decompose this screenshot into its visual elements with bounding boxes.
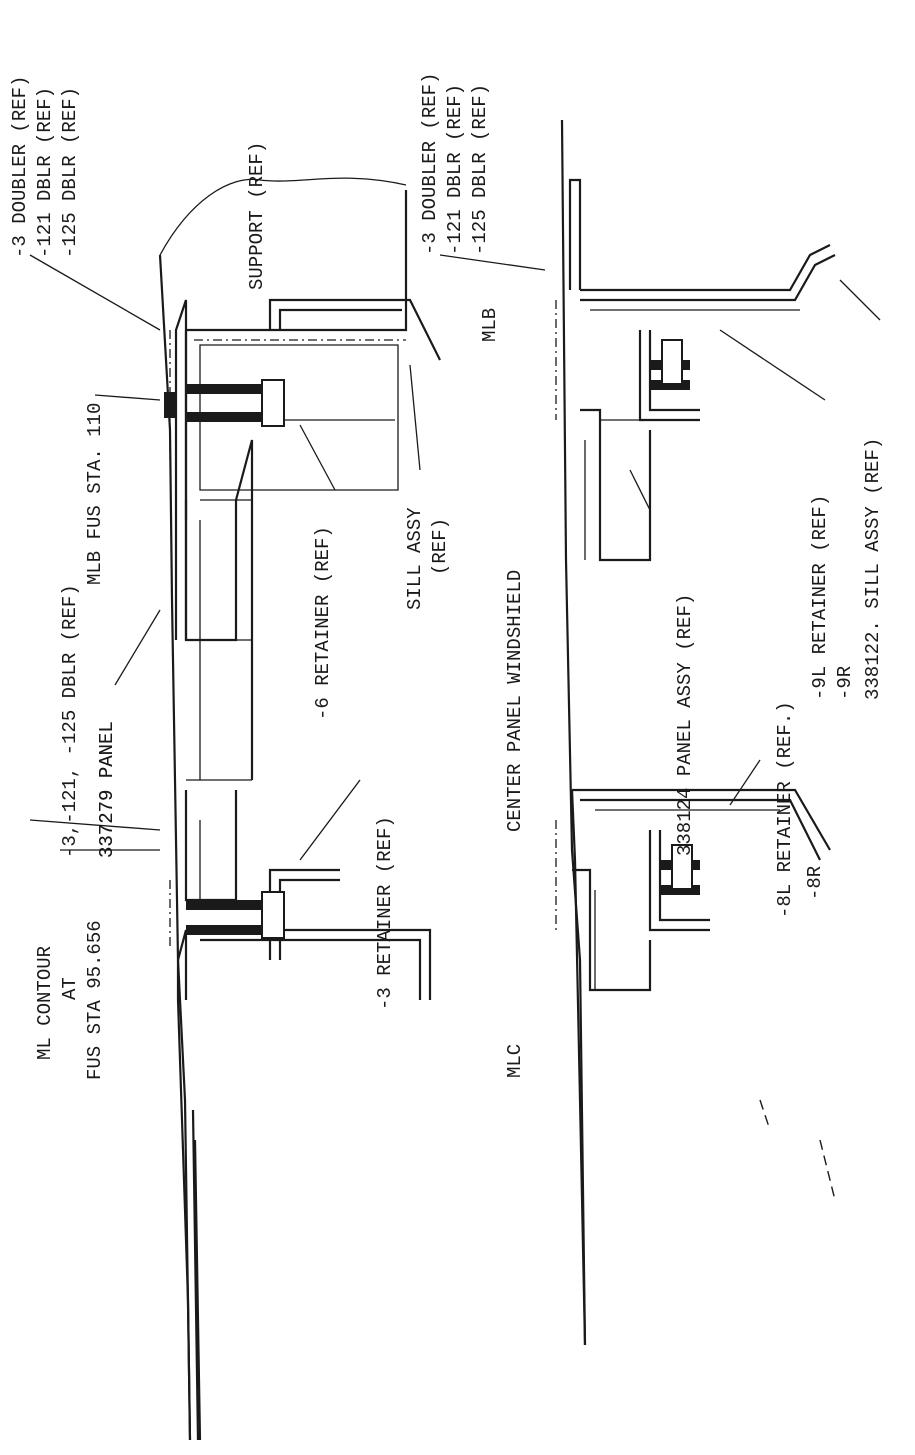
label-retainer-8l: -8L RETAINER (REF.): [774, 701, 796, 918]
labels-upper-right: -3 DOUBLER (REF) -121 DBLR (REF) -125 DB…: [419, 73, 884, 856]
label-mlc: MLC: [504, 1044, 526, 1078]
label-center-panel: CENTER PANEL WINDSHIELD: [504, 570, 526, 832]
label-retainer-3: -3 RETAINER (REF): [374, 816, 396, 1010]
section-view-lower-left: [29, 779, 432, 1441]
section-view-upper-left: [29, 177, 441, 1441]
label-doubler-125-right: -125 DBLR (REF): [469, 84, 491, 255]
label-panel-assy: 338124 PANEL ASSY (REF): [674, 594, 696, 856]
label-doubler-125: -125 DBLR (REF): [59, 87, 81, 258]
label-sill-assy: 338122. SILL ASSY (REF): [862, 438, 884, 700]
label-doubler-combined: -3,-121, -125 DBLR (REF): [59, 584, 81, 858]
label-support: SUPPORT (REF): [246, 142, 268, 290]
label-doubler-3: -3 DOUBLER (REF): [9, 76, 31, 258]
section-view-lower-right: [555, 759, 836, 1346]
label-doubler-121: -121 DBLR (REF): [34, 87, 56, 258]
labels-upper-left: -3 DOUBLER (REF) -121 DBLR (REF) -125 DB…: [9, 76, 451, 858]
label-ml-at: AT: [59, 977, 81, 1000]
label-panel-lower: 337279 PANEL: [96, 721, 118, 858]
section-view-upper-right: [439, 119, 881, 1346]
labels-lower-right: MLC -8L RETAINER (REF.) -8R: [504, 701, 826, 1078]
label-retainer: -6 RETAINER (REF): [312, 526, 334, 720]
label-panel: 337279 PANEL: [96, 721, 118, 858]
labels-lower-left: ML CONTOUR AT FUS STA 95.656 -3,-121, -1…: [34, 584, 396, 1080]
label-station: MLB FUS STA. 110: [84, 403, 106, 585]
label-retainer-9r: -9R: [834, 666, 856, 700]
label-fus-sta: FUS STA 95.656: [84, 920, 106, 1080]
label-mlb: MLB: [479, 308, 501, 342]
label-ml-contour: ML CONTOUR: [34, 946, 56, 1060]
label-sill-1: SILL ASSY: [404, 507, 426, 610]
label-doubler-3-right: -3 DOUBLER (REF): [419, 73, 441, 255]
label-retainer-8r: -8R: [804, 866, 826, 900]
label-sill-2: (REF): [429, 518, 451, 575]
label-doubler-121-right: -121 DBLR (REF): [444, 84, 466, 255]
label-retainer-9l: -9L RETAINER (REF): [809, 495, 831, 700]
